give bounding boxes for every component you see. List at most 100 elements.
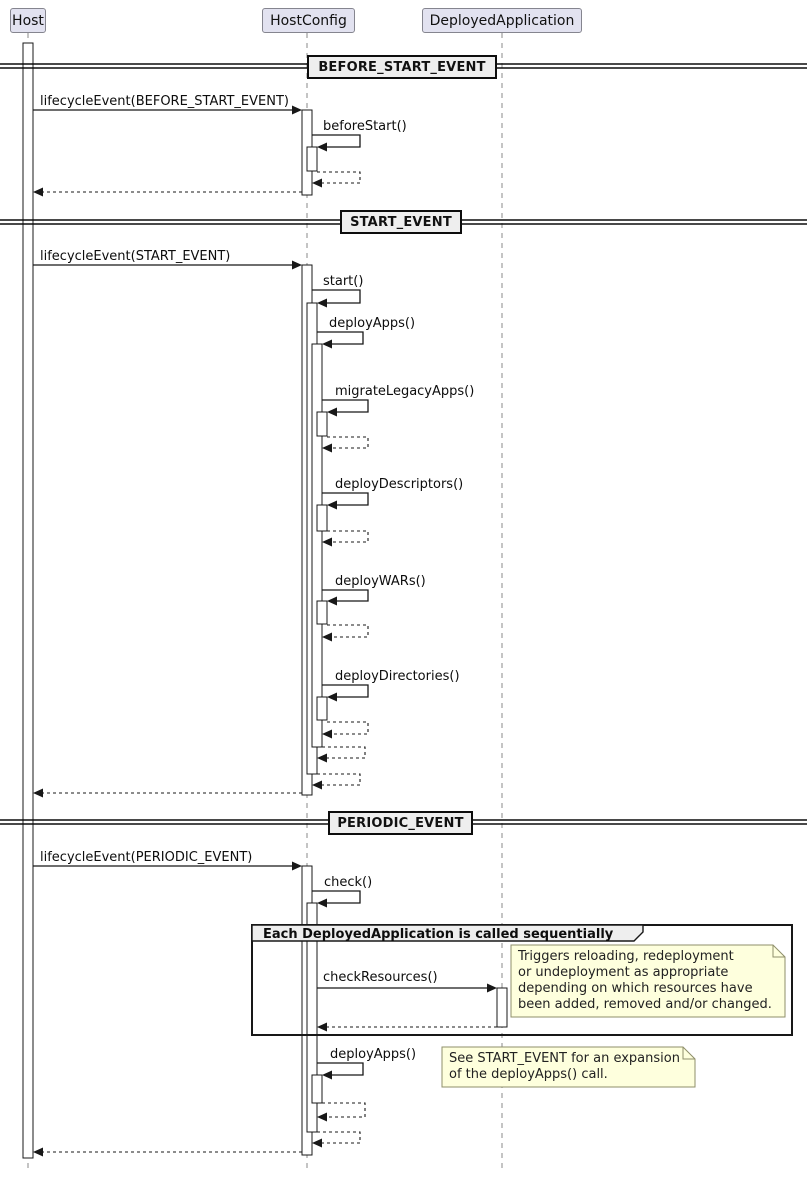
activation-deploydirectories bbox=[316, 696, 328, 721]
arrow-beforestart-self bbox=[312, 134, 361, 148]
arrowhead bbox=[327, 407, 337, 417]
activation-check bbox=[306, 902, 318, 1133]
arrowhead bbox=[312, 1138, 322, 1148]
call-arrows bbox=[33, 109, 488, 1076]
arrow-migratelegacyapps-self bbox=[322, 399, 369, 413]
arrowhead bbox=[317, 898, 327, 908]
arrow-deploydescriptors-self bbox=[322, 492, 369, 506]
arrowhead bbox=[33, 788, 43, 798]
activation-migratelegacyapps bbox=[316, 411, 328, 437]
note-checkresources-line2: or undeployment as appropriate bbox=[518, 965, 729, 980]
divider-start-event-label: START_EVENT bbox=[350, 214, 452, 230]
arrowhead bbox=[487, 983, 497, 993]
message-label-migratelegacyapps: migrateLegacyApps() bbox=[335, 384, 475, 399]
arrowhead bbox=[322, 443, 332, 453]
message-label-deployapps-periodic: deployApps() bbox=[330, 1047, 417, 1062]
note-deployapps-line1: See START_EVENT for an expansion bbox=[449, 1051, 680, 1066]
divider-start-event: START_EVENT bbox=[340, 210, 462, 234]
participant-deployedapplication: DeployedApplication bbox=[422, 8, 582, 33]
note-deployapps bbox=[441, 1046, 696, 1088]
return-beforestart bbox=[317, 171, 361, 184]
return-check bbox=[317, 1131, 361, 1144]
arrowhead bbox=[312, 178, 322, 188]
group-header-tab bbox=[251, 924, 644, 942]
activation-deploywars bbox=[316, 600, 328, 625]
arrowhead bbox=[322, 339, 332, 349]
group-title: Each DeployedApplication is called seque… bbox=[263, 927, 614, 942]
divider-periodic-event-label: PERIODIC_EVENT bbox=[337, 815, 464, 831]
arrow-deploydirectories-self bbox=[322, 684, 369, 698]
return-deployapps bbox=[322, 746, 366, 759]
return-deployapps2 bbox=[322, 1102, 366, 1118]
participant-host: Host bbox=[10, 8, 46, 33]
message-label-start: start() bbox=[323, 274, 364, 289]
message-label-lifecycle-periodic: lifecycleEvent(PERIODIC_EVENT) bbox=[40, 850, 253, 865]
arrowhead bbox=[292, 861, 302, 871]
note-checkresources bbox=[510, 944, 786, 1018]
message-label-deploydirectories: deployDirectories() bbox=[335, 669, 460, 684]
activation-checkresources bbox=[496, 987, 508, 1028]
message-label-check: check() bbox=[324, 875, 373, 890]
message-label-checkresources: checkResources() bbox=[323, 970, 438, 985]
arrowhead bbox=[33, 1147, 43, 1157]
divider-lines bbox=[0, 63, 807, 825]
activation-deployapps bbox=[311, 343, 323, 748]
note-checkresources-line3: depending on which resources have bbox=[518, 981, 753, 996]
return-arrows bbox=[42, 171, 497, 1153]
group-frame bbox=[251, 924, 793, 1036]
activation-beforestart bbox=[306, 146, 318, 172]
notes bbox=[441, 944, 786, 1088]
arrowhead bbox=[327, 692, 337, 702]
arrowhead bbox=[322, 729, 332, 739]
message-label-lifecycle-start: lifecycleEvent(START_EVENT) bbox=[40, 249, 231, 264]
note-deployapps-fold-icon bbox=[682, 1047, 695, 1060]
arrowhead bbox=[327, 596, 337, 606]
arrowhead bbox=[322, 632, 332, 642]
message-label-deploywars: deployWARs() bbox=[335, 574, 426, 589]
return-migratelegacyapps bbox=[327, 436, 369, 449]
note-checkresources-fold-icon bbox=[772, 945, 785, 958]
arrow-start-self bbox=[312, 289, 361, 304]
arrowhead bbox=[317, 753, 327, 763]
participant-hostconfig-label: HostConfig bbox=[270, 12, 347, 29]
return-deploywars bbox=[327, 624, 369, 638]
arrowhead bbox=[317, 142, 327, 152]
arrowhead bbox=[317, 298, 327, 308]
arrow-deployapps2-self bbox=[317, 1062, 364, 1076]
divider-before-start-event-label: BEFORE_START_EVENT bbox=[318, 59, 486, 75]
return-start bbox=[317, 773, 361, 786]
return-deploydescriptors bbox=[327, 530, 369, 543]
note-checkresources-line1: Triggers reloading, redeployment bbox=[518, 949, 734, 964]
message-label-deployapps: deployApps() bbox=[329, 316, 416, 331]
activation-host bbox=[22, 42, 34, 1159]
activation-deployapps-periodic bbox=[311, 1074, 323, 1104]
divider-periodic-event: PERIODIC_EVENT bbox=[328, 811, 473, 835]
note-deployapps-line2: of the deployApps() call. bbox=[449, 1067, 608, 1082]
arrowhead bbox=[322, 1070, 332, 1080]
activation-deploydescriptors bbox=[316, 504, 328, 532]
arrowhead bbox=[322, 537, 332, 547]
note-checkresources-line4: been added, removed and/or changed. bbox=[518, 997, 772, 1012]
arrowhead bbox=[292, 105, 302, 115]
arrowhead bbox=[292, 260, 302, 270]
participant-deployedapplication-label: DeployedApplication bbox=[429, 12, 575, 29]
arrowheads bbox=[33, 105, 497, 1157]
arrowhead bbox=[317, 1022, 327, 1032]
arrow-deploywars-self bbox=[322, 589, 369, 602]
arrow-check-self bbox=[312, 890, 361, 904]
lifelines bbox=[27, 33, 503, 1172]
arrowhead bbox=[327, 500, 337, 510]
arrowhead bbox=[33, 187, 43, 197]
activation-bars bbox=[22, 42, 508, 1159]
arrowhead bbox=[312, 780, 322, 790]
message-label-deploydescriptors: deployDescriptors() bbox=[335, 477, 464, 492]
participant-hostconfig: HostConfig bbox=[262, 8, 355, 33]
message-label-lifecycle-before-start: lifecycleEvent(BEFORE_START_EVENT) bbox=[40, 94, 289, 109]
message-label-beforestart: beforeStart() bbox=[323, 119, 407, 134]
divider-before-start-event: BEFORE_START_EVENT bbox=[307, 55, 497, 79]
arrowhead bbox=[317, 1112, 327, 1122]
participant-host-label: Host bbox=[12, 12, 44, 29]
arrow-deployapps-self bbox=[317, 331, 364, 345]
